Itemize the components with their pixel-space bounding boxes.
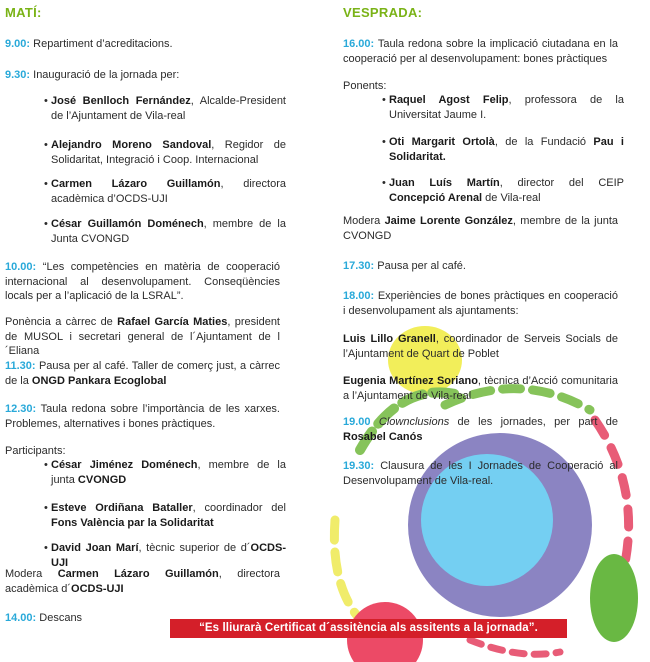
- schedule-item-900: 9.00: Repartiment d’acreditacions.: [5, 38, 173, 50]
- speaker-item: •Alejandro Moreno Sandoval, Regidor de S…: [44, 139, 286, 166]
- schedule-item-1800: 18.00: Experiències de bones pràctiques …: [343, 290, 618, 317]
- speaker-item: •César Guillamón Doménech, membre de la …: [44, 218, 286, 245]
- schedule-item-1900: 19.00 Clownclusions de les jornades, per…: [343, 416, 618, 443]
- schedule-item-930: 9.30: Inauguració de la jornada per:: [5, 69, 180, 81]
- panelist-item: •Juan Luís Martín, director del CEIP Con…: [382, 177, 624, 204]
- speaker-item: •José Benlloch Fernández, Alcalde-Presid…: [44, 95, 286, 122]
- green-arc-left: [355, 387, 465, 455]
- speaker-item: •Carmen Lázaro Guillamón, directora acad…: [44, 178, 286, 205]
- afternoon-column: VESPRADA: 16.00: Taula redona sobre la i…: [343, 4, 624, 487]
- participant-item: •Esteve Ordiñana Bataller, coordinador d…: [44, 502, 286, 529]
- pink-arc-bottom: [466, 636, 564, 658]
- afternoon-heading: VESPRADA:: [343, 5, 423, 20]
- schedule-item-1230: 12.30: Taula redona sobre l’importància …: [5, 403, 280, 430]
- yellow-circle-top: [388, 326, 462, 394]
- green-arc-top: [440, 384, 595, 415]
- ponencia-text: Ponència a càrrec de Rafael García Matie…: [5, 316, 280, 358]
- blue-disc: [421, 454, 553, 586]
- yellow-arc-left: [329, 515, 370, 630]
- panelist-item: •Raquel Agost Felip, professora de la Un…: [382, 94, 624, 121]
- schedule-item-1000: 10.00: “Les competències en matèria de c…: [5, 261, 280, 303]
- participant-item: •David Joan Marí, tècnic superior de d´O…: [44, 542, 286, 569]
- ponents-label: Ponents:: [343, 80, 387, 92]
- schedule-item-1400: 14.00: Descans: [5, 612, 83, 624]
- morning-heading: MATÍ:: [5, 5, 42, 20]
- schedule-item-1930: 19.30: Clausura de les I Jornades de Coo…: [343, 460, 618, 487]
- certificate-banner: “Es lliurarà Certificat d´assitència als…: [170, 619, 567, 638]
- morning-moderator: Modera Carmen Lázaro Guillamón, director…: [5, 568, 280, 595]
- schedule-item-1600: 16.00: Taula redona sobre la implicació …: [343, 38, 618, 65]
- participants-label: Participants:: [5, 445, 66, 457]
- afternoon-moderator: Modera Jaime Lorente González, membre de…: [343, 215, 618, 242]
- schedule-item-1130: 11.30: Pausa per al café. Taller de come…: [5, 360, 280, 387]
- experience-item: Luis Lillo Granell, coordinador de Serve…: [343, 333, 618, 360]
- participant-item: •César Jiménez Doménech, membre de la ju…: [44, 459, 286, 486]
- morning-column: MATÍ: 9.00: Repartiment d’acreditacions.…: [5, 4, 286, 624]
- schedule-item-1730: 17.30: Pausa per al café.: [343, 260, 466, 272]
- green-blob-right: [590, 554, 638, 642]
- experience-item: Eugenia Martínez Soriano, tècnica d’Acci…: [343, 375, 618, 402]
- panelist-item: •Oti Margarit Ortolà, de la Fundació Pau…: [382, 136, 624, 163]
